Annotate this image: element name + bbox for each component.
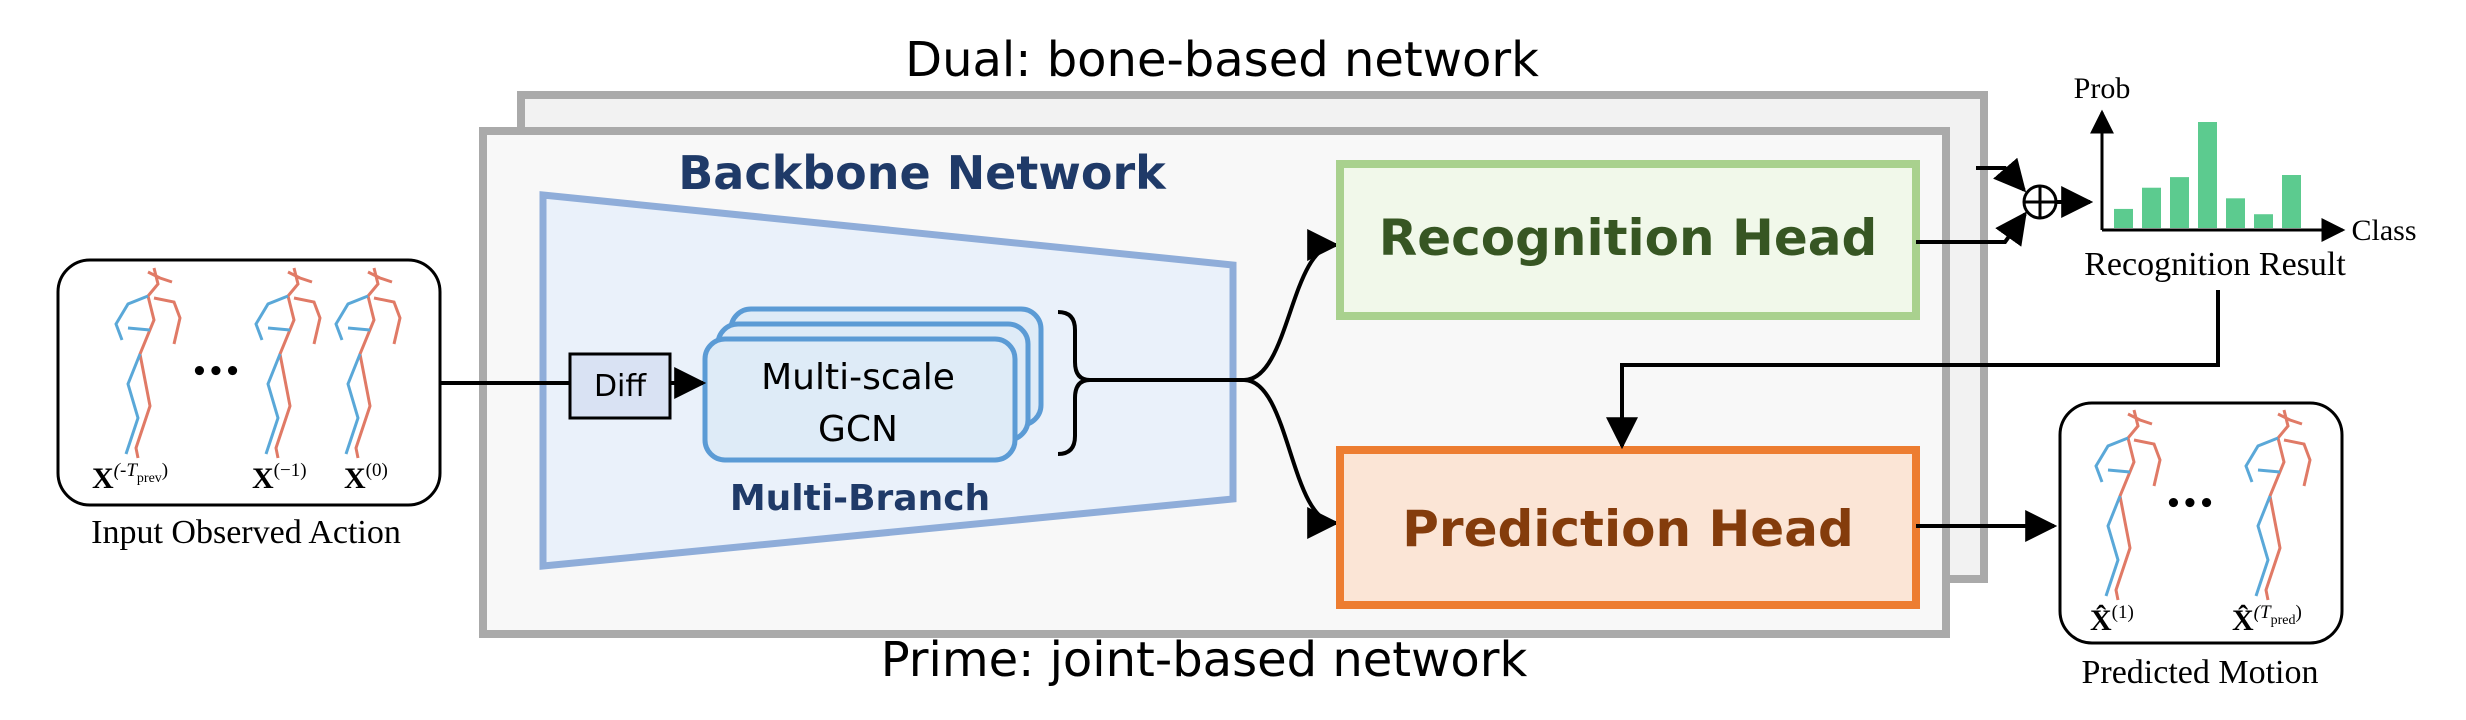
- backbone-label: Backbone Network: [678, 146, 1167, 200]
- output-caption: Predicted Motion: [2081, 654, 2318, 691]
- input-frame-label-second: X(−1): [252, 460, 307, 495]
- recognition-head-box: [1336, 160, 1920, 320]
- diff-box: [568, 352, 672, 420]
- recognition-result-caption: Recognition Result: [2084, 246, 2346, 283]
- dual-to-fusion-arrow: [1976, 157, 2027, 193]
- chart-bar-1: [2114, 208, 2133, 228]
- dual-network-title: Dual: bone-based network: [905, 32, 1539, 88]
- gcn-label-line2: GCN: [818, 409, 898, 450]
- input-frame-label-first: X(-Tprev): [92, 460, 168, 495]
- chart-bar-2: [2142, 187, 2161, 228]
- prediction-head-label: Prediction Head: [1402, 500, 1853, 558]
- output-frame-label-second: X̂(Tpred): [2232, 602, 2302, 637]
- chart-y-label: Prob: [2074, 72, 2131, 105]
- recognition-head-label: Recognition Head: [1379, 209, 1878, 267]
- gcn-label-line1: Multi-scale: [761, 357, 955, 398]
- chart-x-label: Class: [2351, 214, 2416, 247]
- output-ellipsis: •••: [2165, 489, 2215, 519]
- input-ellipsis: •••: [191, 357, 241, 387]
- chart-bar-7: [2282, 175, 2301, 228]
- recognition-to-fusion-arrow: [1916, 211, 2027, 247]
- chart-bar-3: [2170, 177, 2189, 228]
- split-to-recognition-arrow: [1243, 229, 1340, 382]
- gcn-card-front: [702, 336, 1018, 463]
- split-to-prediction-arrow: [1243, 378, 1340, 539]
- result-to-prediction-arrow: [1606, 290, 2220, 450]
- input-caption: Input Observed Action: [91, 514, 401, 551]
- recognition-result-chart: [2090, 109, 2346, 242]
- chart-bar-4: [2198, 122, 2217, 228]
- input-frame-label-third: X(0): [344, 460, 388, 495]
- prime-network-title: Prime: joint-based network: [881, 632, 1528, 688]
- multi-branch-label: Multi-Branch: [730, 478, 990, 519]
- output-frame-label-first: X̂(1): [2090, 602, 2134, 637]
- chart-bar-5: [2226, 198, 2245, 228]
- diff-label: Diff: [594, 369, 647, 404]
- predicted-motion-panel: [2058, 401, 2344, 645]
- chart-bar-6: [2254, 214, 2273, 228]
- prediction-head-box: [1336, 446, 1920, 609]
